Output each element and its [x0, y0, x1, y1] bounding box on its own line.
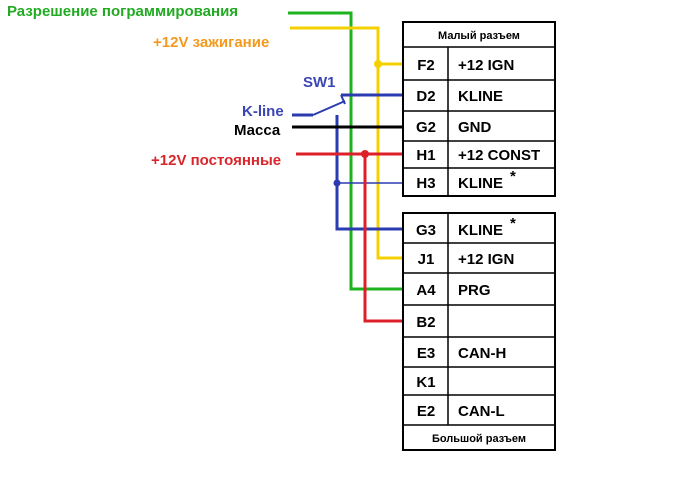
small-pin-1: D2 — [416, 88, 435, 105]
small-func-2: GND — [458, 119, 492, 136]
big-func-0: KLINE — [458, 222, 503, 239]
wire-blue-g3 — [335, 115, 404, 231]
label-const: +12V постоянные — [151, 152, 281, 169]
label-kline: K-line — [242, 103, 284, 120]
wire-green-prog — [288, 11, 404, 291]
small-pin-0: F2 — [417, 57, 435, 74]
big-pin-5: K1 — [416, 374, 435, 391]
small-pin-4: H3 — [416, 175, 435, 192]
label-ign: +12V зажигание — [153, 34, 269, 51]
big-connector-title: Большой разъем — [432, 433, 526, 445]
junction-yellow — [374, 60, 382, 68]
small-func-3: +12 CONST — [458, 147, 540, 164]
big-func-2: PRG — [458, 282, 491, 299]
junction-red — [361, 150, 369, 158]
small-func-0: +12 IGN — [458, 57, 514, 74]
big-pin-6: E2 — [417, 403, 435, 420]
label-sw1: SW1 — [303, 74, 336, 91]
big-connector: G3 KLINE * J1 +12 IGN A4 PRG B2 E3 CAN-H… — [402, 212, 556, 451]
small-func-1: KLINE — [458, 88, 503, 105]
wire-yellow-ign — [290, 26, 404, 260]
small-mark-4: * — [510, 168, 516, 185]
small-func-4: KLINE — [458, 175, 503, 192]
big-func-1: +12 IGN — [458, 251, 514, 268]
small-pin-3: H1 — [416, 147, 435, 164]
big-pin-2: A4 — [416, 282, 436, 299]
big-pin-1: J1 — [418, 251, 435, 268]
small-pin-2: G2 — [416, 119, 436, 136]
small-connector: Малый разъем F2 +12 IGN D2 KLINE G2 GND … — [402, 21, 556, 197]
big-mark-0: * — [510, 215, 516, 232]
label-ground: Масса — [234, 122, 281, 139]
big-pin-0: G3 — [416, 222, 436, 239]
junction-blue — [333, 179, 341, 187]
sw1-contact — [340, 94, 346, 105]
label-prog-enable: Разрешение пограммирования — [7, 3, 238, 20]
big-func-6: CAN-L — [458, 403, 505, 420]
sw1-blade — [312, 100, 346, 116]
wire-red-b2 — [363, 154, 404, 323]
big-pin-3: B2 — [416, 314, 435, 331]
big-pin-4: E3 — [417, 345, 435, 362]
small-connector-title: Малый разъем — [438, 30, 520, 42]
big-func-4: CAN-H — [458, 345, 506, 362]
